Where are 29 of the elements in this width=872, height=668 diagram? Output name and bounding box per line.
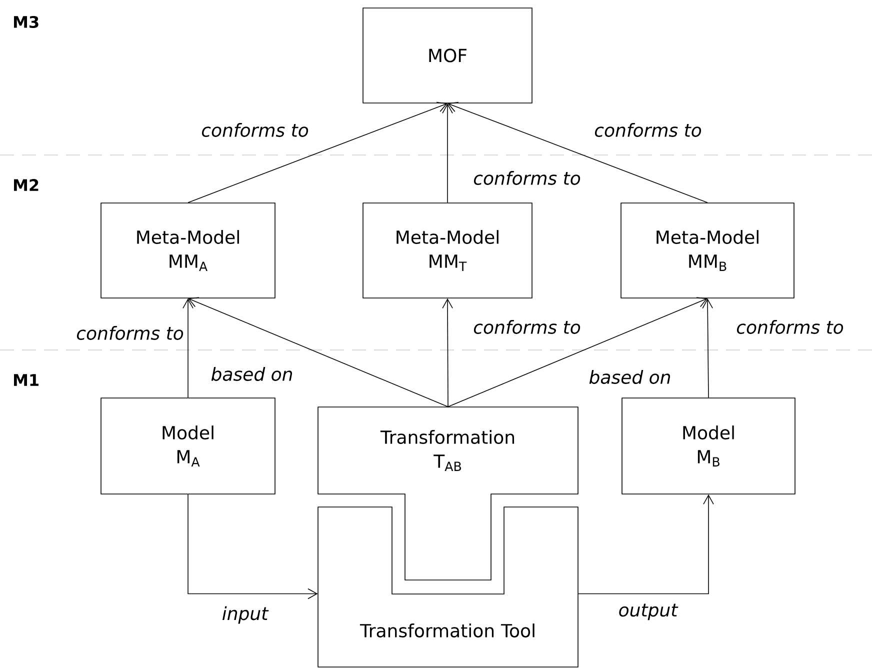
edge-label: conforms to	[472, 319, 582, 335]
arrow	[578, 494, 714, 594]
level-label: M1	[14, 374, 38, 386]
arrow	[442, 103, 453, 203]
level-label: M2	[14, 179, 38, 191]
box: Model M$_{A}$	[100, 398, 276, 494]
arrow	[188, 297, 448, 408]
box: MOF	[362, 8, 532, 104]
edge-label: conforms to	[472, 170, 582, 186]
edge-label: conforms to	[593, 122, 703, 138]
edge-label: based on	[210, 366, 294, 382]
arrow	[448, 297, 708, 408]
arrow	[188, 494, 318, 600]
box: Model M$_{B}$	[622, 398, 796, 494]
box: Meta-Model MM$_{B}$	[620, 202, 794, 298]
level-label: M3	[14, 16, 38, 28]
edge-label: based on	[588, 369, 672, 385]
arrow	[188, 102, 448, 203]
edge-label: output	[617, 602, 679, 622]
box: Meta-Model MM$_{T}$	[362, 202, 532, 298]
arrow	[182, 298, 194, 398]
arrow	[702, 298, 713, 398]
edge-label: conforms to	[735, 319, 845, 335]
edge-label: input	[220, 605, 270, 625]
edge-label: conforms to	[75, 325, 185, 341]
edge-label: conforms to	[200, 122, 310, 138]
box: Meta-Model MM$_{A}$	[100, 202, 276, 298]
arrow	[442, 298, 453, 408]
arrow	[448, 102, 708, 203]
